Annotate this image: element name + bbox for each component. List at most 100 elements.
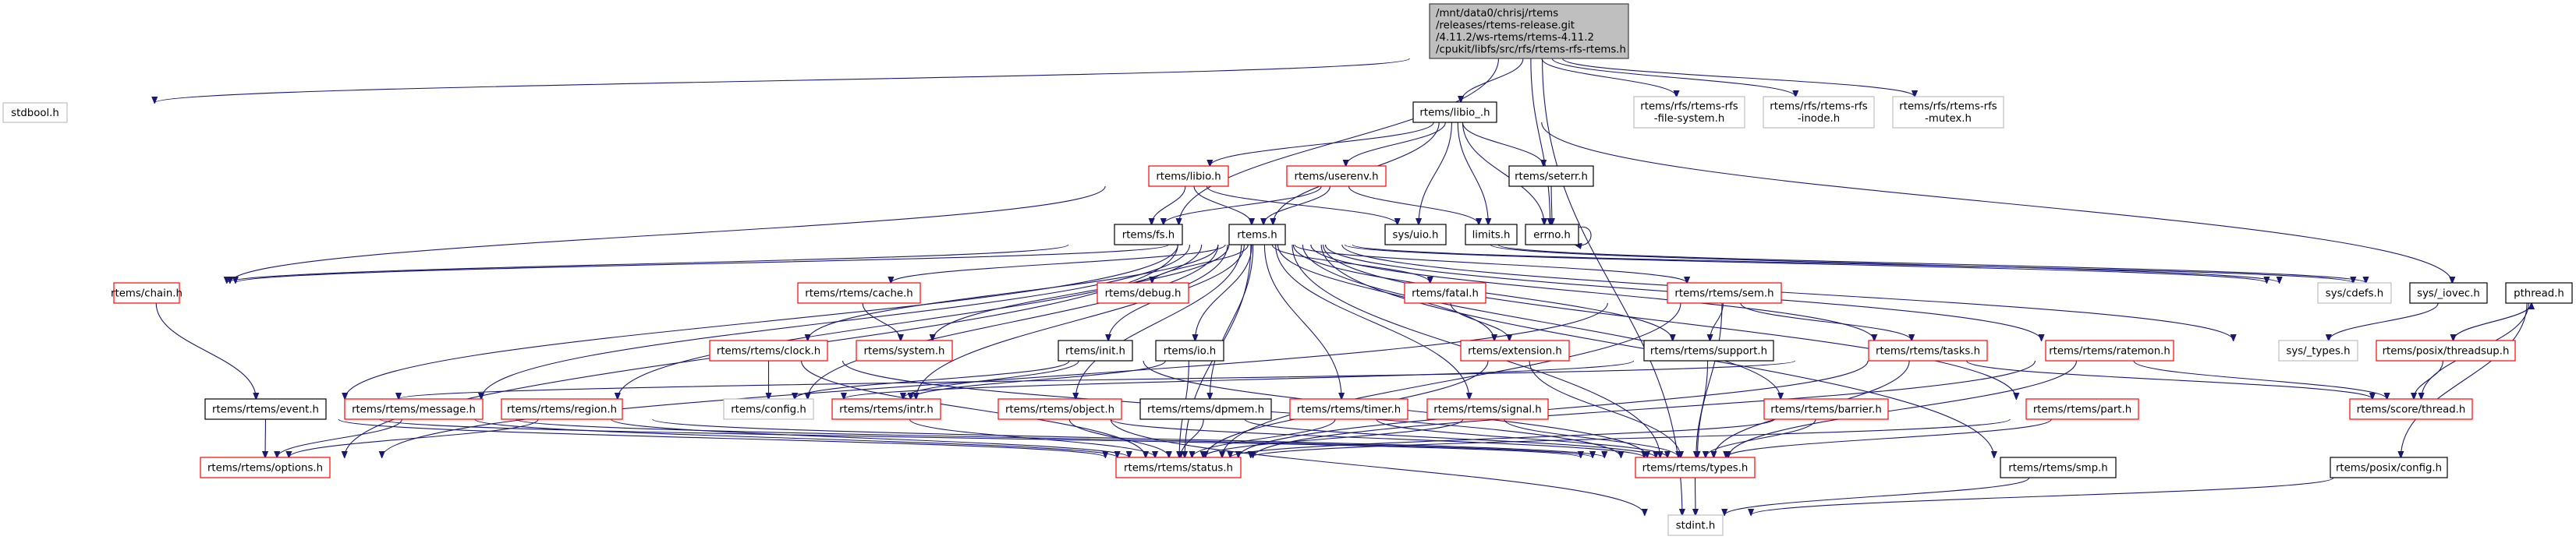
node-extension[interactable]: rtems/extension.h	[1460, 340, 1570, 362]
node-smp[interactable]: rtems/rtems/smp.h	[2000, 457, 2117, 478]
edge-threadsup-to-pthread	[2453, 303, 2532, 341]
edge-dpmem-to-status	[1181, 418, 1204, 457]
node-types_sys[interactable]: sys/_types.h	[2278, 340, 2358, 362]
node-config[interactable]: rtems/config.h	[723, 398, 814, 420]
node-intr[interactable]: rtems/rtems/intr.h	[831, 398, 941, 420]
edge-ratemon-to-thread	[2133, 360, 2387, 399]
edge-chain-to-event	[155, 302, 256, 399]
node-errno[interactable]: errno.h	[1525, 224, 1579, 245]
node-box	[1097, 282, 1189, 304]
node-label: rtems/rfs/rtems-rfs	[1640, 101, 1738, 113]
edge-libio-to-rtems	[1193, 185, 1252, 224]
node-fatal[interactable]: rtems/fatal.h	[1404, 282, 1486, 304]
node-box	[2376, 340, 2516, 362]
node-label: rtems/libio.h	[1156, 171, 1221, 182]
node-init[interactable]: rtems/init.h	[1058, 340, 1133, 362]
node-system[interactable]: rtems/system.h	[856, 340, 953, 362]
node-io[interactable]: rtems/io.h	[1155, 340, 1224, 362]
edge-object-to-stdint	[1110, 418, 1645, 515]
edge-event-to-types	[379, 418, 1581, 457]
edge-uio-to-iovec	[1497, 244, 2366, 283]
edge-libio_-to-errno	[1462, 122, 1544, 224]
node-label: rtems/rtems/object.h	[1005, 404, 1114, 415]
node-cdefs[interactable]: sys/cdefs.h	[2317, 282, 2392, 304]
edge-libio_-to-uio	[1419, 122, 1453, 224]
edge-pthread-to-posixconfig	[2401, 302, 2528, 457]
edge-rtems-to-message	[481, 244, 1191, 399]
node-cache[interactable]: rtems/rtems/cache.h	[797, 282, 921, 304]
node-rfs_fs[interactable]: rtems/rfs/rtems-rfs-file-system.h	[1633, 96, 1745, 129]
node-clock[interactable]: rtems/rtems/clock.h	[709, 340, 828, 362]
node-fs[interactable]: rtems/fs.h	[1114, 224, 1183, 245]
node-seterr[interactable]: rtems/seterr.h	[1508, 165, 1594, 187]
node-label: rtems/rtems/dpmem.h	[1147, 404, 1264, 415]
node-label: rtems/rtems/message.h	[352, 404, 476, 415]
node-box	[344, 398, 484, 420]
node-types[interactable]: rtems/rtems/types.h	[1635, 457, 1756, 478]
node-event[interactable]: rtems/rtems/event.h	[204, 398, 327, 420]
node-timer[interactable]: rtems/rtems/timer.h	[1289, 398, 1408, 420]
edge-message-to-types	[516, 418, 1593, 457]
node-object[interactable]: rtems/rtems/object.h	[997, 398, 1122, 420]
node-label: /releases/rtems-release.git	[1436, 20, 1575, 32]
node-box	[1643, 340, 1774, 362]
node-box	[204, 398, 327, 420]
node-box	[2000, 457, 2117, 478]
node-label: rtems/rtems/options.h	[207, 462, 323, 474]
node-tasks[interactable]: rtems/rtems/tasks.h	[1868, 340, 1988, 362]
node-pthread[interactable]: pthread.h	[2505, 282, 2573, 304]
node-iovec[interactable]: sys/_iovec.h	[2409, 282, 2488, 304]
node-ratemon[interactable]: rtems/rtems/ratemon.h	[2045, 340, 2174, 362]
edge-rtems-to-types_sys	[1341, 244, 2234, 341]
edge-rtems-to-object	[1075, 244, 1242, 399]
node-label: rtems/rtems/signal.h	[1433, 404, 1541, 415]
node-stdint[interactable]: stdint.h	[1667, 514, 1724, 536]
node-chain[interactable]: rtems/chain.h	[111, 282, 182, 304]
node-support[interactable]: rtems/rtems/support.h	[1643, 340, 1774, 362]
node-threadsup[interactable]: rtems/posix/threadsup.h	[2376, 340, 2516, 362]
node-box	[2409, 282, 2488, 304]
edge-rtems-to-chain	[236, 244, 1169, 283]
node-message[interactable]: rtems/rtems/message.h	[344, 398, 484, 420]
node-label: rtems/rfs/rtems-rfs	[1770, 101, 1867, 113]
edge-part-to-status	[1251, 418, 2011, 457]
node-root[interactable]: /mnt/data0/chrisj/rtems/releases/rtems-r…	[1429, 3, 1629, 59]
node-userenv[interactable]: rtems/userenv.h	[1286, 165, 1387, 187]
node-options[interactable]: rtems/rtems/options.h	[200, 457, 331, 478]
edge-rtems-to-barrier	[1302, 244, 1781, 399]
node-box	[1384, 224, 1447, 245]
edge-sem-to-types	[1698, 302, 1723, 457]
node-barrier[interactable]: rtems/rtems/barrier.h	[1763, 398, 1889, 420]
node-rtems[interactable]: rtems.h	[1228, 224, 1286, 245]
node-uio[interactable]: sys/uio.h	[1384, 224, 1447, 245]
edge-barrier-to-status	[1230, 418, 1775, 457]
node-box	[1148, 165, 1229, 187]
node-label: rtems/rtems/types.h	[1642, 462, 1749, 474]
node-rfs_inode[interactable]: rtems/rfs/rtems-rfs-inode.h	[1763, 96, 1875, 129]
node-thread[interactable]: rtems/score/thread.h	[2349, 398, 2473, 420]
node-dpmem[interactable]: rtems/rtems/dpmem.h	[1139, 398, 1272, 420]
node-status[interactable]: rtems/rtems/status.h	[1115, 457, 1242, 478]
node-rfs_mutex[interactable]: rtems/rfs/rtems-rfs-mutex.h	[1892, 96, 2004, 129]
node-sem[interactable]: rtems/rtems/sem.h	[1667, 282, 1782, 304]
node-signal[interactable]: rtems/rtems/signal.h	[1426, 398, 1549, 420]
edge-root-to-rfs_mutex	[1561, 58, 1915, 97]
edge-libio-to-chain	[230, 185, 1106, 283]
node-label: rtems/posix/config.h	[2336, 462, 2442, 474]
node-label: rtems/fatal.h	[1412, 288, 1479, 299]
node-stdbool[interactable]: stdbool.h	[2, 102, 68, 123]
edge-root-to-stdbool	[154, 58, 1410, 103]
node-libio_[interactable]: rtems/libio_.h	[1412, 101, 1497, 123]
node-part[interactable]: rtems/rtems/part.h	[2025, 398, 2139, 420]
node-region[interactable]: rtems/rtems/region.h	[501, 398, 623, 420]
node-box	[1404, 282, 1486, 304]
node-box	[2045, 340, 2174, 362]
node-limits[interactable]: limits.h	[1465, 224, 1518, 245]
node-posixconfig[interactable]: rtems/posix/config.h	[2330, 457, 2448, 478]
node-debug[interactable]: rtems/debug.h	[1097, 282, 1189, 304]
node-label: -mutex.h	[1925, 113, 1972, 125]
node-libio[interactable]: rtems/libio.h	[1148, 165, 1229, 187]
node-label: rtems/chain.h	[111, 288, 182, 299]
node-label: stdbool.h	[11, 108, 59, 119]
node-label: /4.11.2/ws-rtems/rtems-4.11.2	[1436, 32, 1594, 44]
